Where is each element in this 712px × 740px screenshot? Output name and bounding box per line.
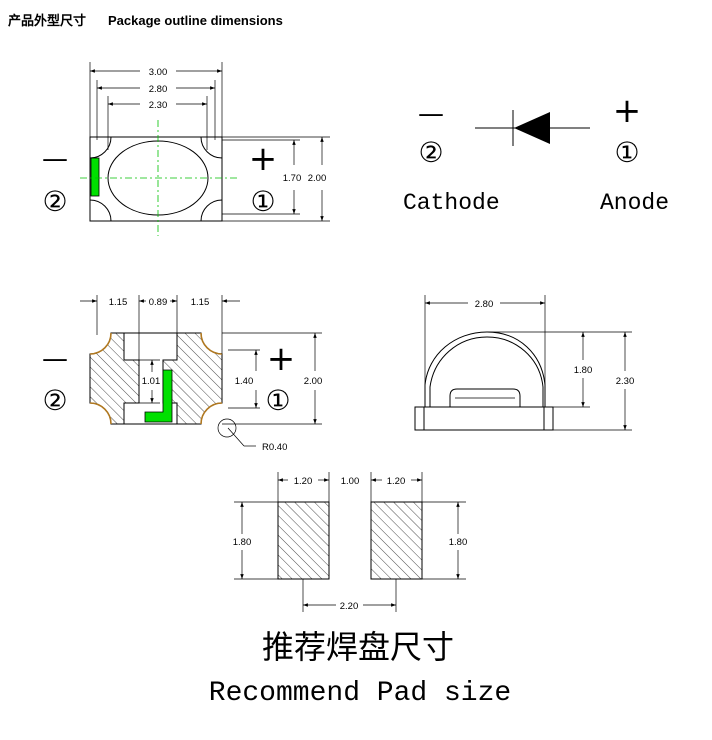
- pin-1-label: ①: [265, 384, 290, 417]
- dim-left-pad: 1.15: [109, 297, 128, 308]
- dim-left-pad-width: 1.20: [294, 476, 313, 487]
- pin-2-label: ②: [42, 185, 67, 218]
- diode-triangle-icon: [514, 112, 550, 144]
- left-solder-pad: [277, 501, 330, 580]
- left-pad: [89, 332, 140, 425]
- caption-chinese: 推荐焊盘尺寸: [262, 628, 454, 666]
- pin-1-label: ①: [250, 185, 275, 218]
- dim-center-height: 1.01: [142, 376, 161, 387]
- title-english: Package outline dimensions: [108, 13, 283, 28]
- dim-right-pad: 1.15: [191, 297, 210, 308]
- dim-left-pad-height: 1.80: [233, 537, 252, 548]
- title-chinese: 产品外型尺寸: [8, 13, 86, 28]
- dim-side-width: 2.80: [475, 299, 494, 310]
- polarity-mark: [90, 157, 100, 197]
- plus-sign: +: [249, 139, 278, 179]
- dim-right-pad-width: 1.20: [387, 476, 406, 487]
- right-solder-pad: [370, 501, 423, 580]
- symbol-pin-2: ②: [418, 136, 443, 169]
- symbol-pin-1: ①: [614, 136, 639, 169]
- dim-total-height: 2.30: [616, 376, 635, 387]
- dim-overall-height: 2.00: [308, 173, 327, 184]
- symbol-plus-sign: +: [613, 91, 642, 131]
- plus-sign: +: [267, 339, 296, 379]
- dim-inner-length: 2.80: [149, 84, 168, 95]
- symbol-minus-sign: —: [418, 99, 444, 129]
- dim-inner-height: 1.70: [283, 173, 302, 184]
- caption-english: Recommend Pad size: [209, 678, 511, 709]
- dim-pad-gap: 1.00: [341, 476, 360, 487]
- dim-right-pad-height: 1.80: [449, 537, 468, 548]
- minus-sign: —: [42, 144, 68, 174]
- dim-corner-radius: R0.40: [262, 442, 287, 453]
- cathode-label: Cathode: [403, 190, 500, 216]
- dim-dome-height: 1.80: [574, 365, 593, 376]
- minus-sign: —: [42, 344, 68, 374]
- dim-lens-length: 2.30: [149, 100, 168, 111]
- bottom-view: 1.15 0.89 1.15 1.01 1.40 2.00 R0.40 — ② …: [42, 295, 322, 453]
- dim-pad-height: 1.40: [235, 376, 254, 387]
- page-header: 产品外型尺寸 Package outline dimensions: [8, 13, 283, 28]
- polarity-mark-l: [144, 369, 173, 423]
- diode-symbol: — ② + ① Cathode Anode: [403, 91, 669, 216]
- dim-overall-length: 3.00: [149, 67, 168, 78]
- pin-2-label: ②: [42, 384, 67, 417]
- top-view: 3.00 2.80 2.30 1.70 2.00 — ② + ①: [42, 62, 330, 236]
- anode-label: Anode: [600, 190, 669, 216]
- pad-layout: 1.20 1.00 1.20 1.80 1.80 2.20 推荐焊盘尺寸 Rec…: [209, 472, 511, 709]
- dim-pad-pitch: 2.20: [340, 601, 359, 612]
- side-view: 2.80 1.80 2.30: [414, 295, 635, 431]
- dim-pad-gap: 0.89: [149, 297, 168, 308]
- dim-overall-height: 2.00: [304, 376, 323, 387]
